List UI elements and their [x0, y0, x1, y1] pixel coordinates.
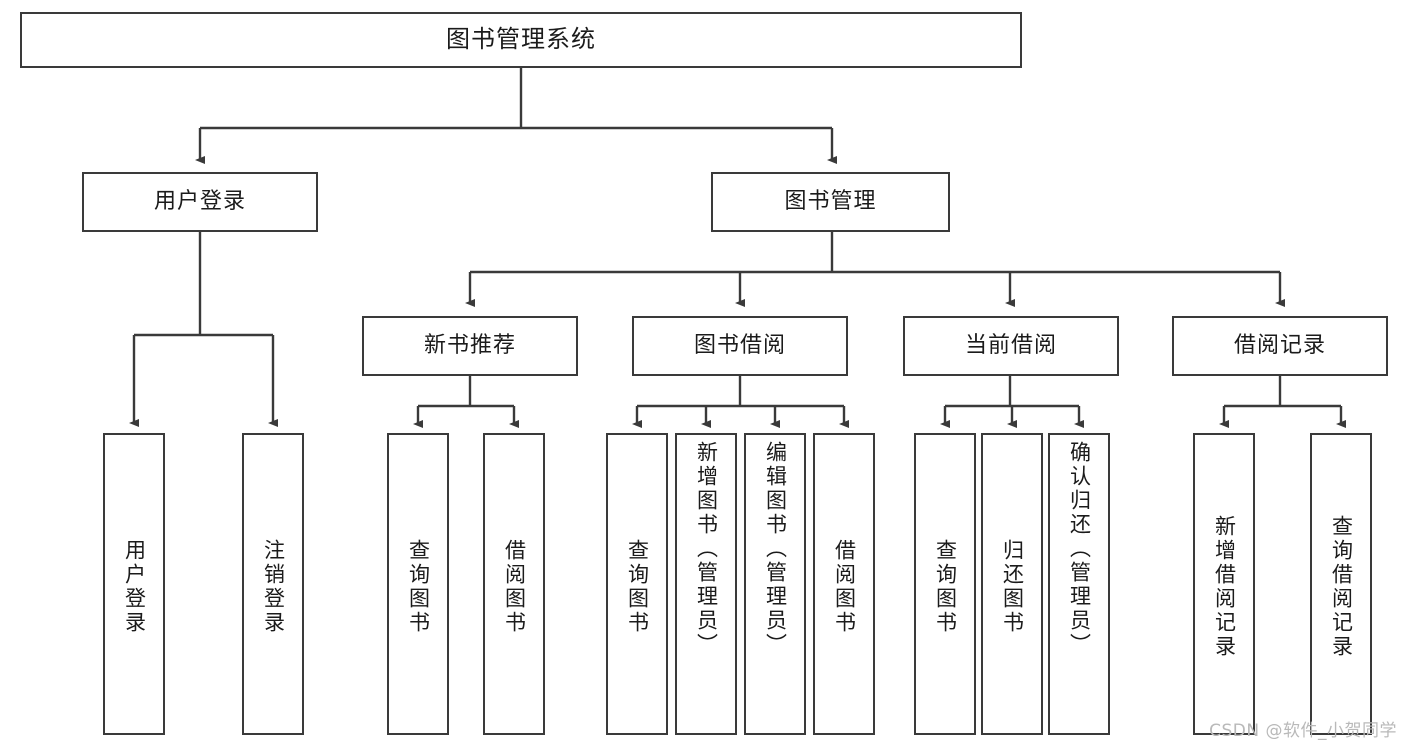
node-borrow-record[interactable]: 借阅记录	[1172, 316, 1388, 376]
node-book-borrow-label: 图书借阅	[693, 333, 786, 359]
node-leaf-add-book-admin-label: 新增图书（管理员）	[694, 441, 719, 657]
node-book-borrow[interactable]: 图书借阅	[632, 316, 848, 376]
node-leaf-query-book-recommend-label: 查询图书	[406, 539, 431, 635]
node-root-system[interactable]: 图书管理系统	[20, 12, 1022, 68]
node-leaf-borrow-book[interactable]: 借阅图书	[813, 433, 875, 735]
node-leaf-borrow-book-recommend[interactable]: 借阅图书	[483, 433, 545, 735]
node-leaf-return-book[interactable]: 归还图书	[981, 433, 1043, 735]
node-leaf-return-book-label: 归还图书	[1000, 539, 1025, 635]
node-leaf-confirm-return-admin[interactable]: 确认归还（管理员）	[1048, 433, 1110, 735]
node-current-borrow-label: 当前借阅	[964, 333, 1057, 359]
node-book-management-label: 图书管理	[784, 189, 877, 215]
node-leaf-user-login[interactable]: 用户登录	[103, 433, 165, 735]
node-leaf-edit-book-admin-label: 编辑图书（管理员）	[763, 441, 788, 657]
node-current-borrow[interactable]: 当前借阅	[903, 316, 1119, 376]
node-leaf-edit-book-admin[interactable]: 编辑图书（管理员）	[744, 433, 806, 735]
node-leaf-confirm-return-admin-label: 确认归还（管理员）	[1067, 441, 1092, 657]
node-leaf-query-book-borrow-label: 查询图书	[625, 539, 650, 635]
node-leaf-borrow-book-recommend-label: 借阅图书	[502, 539, 527, 635]
node-new-book-recommend[interactable]: 新书推荐	[362, 316, 578, 376]
node-leaf-query-book-recommend[interactable]: 查询图书	[387, 433, 449, 735]
node-new-book-recommend-label: 新书推荐	[423, 333, 516, 359]
node-leaf-query-borrow-record[interactable]: 查询借阅记录	[1310, 433, 1372, 735]
node-user-login[interactable]: 用户登录	[82, 172, 318, 232]
node-leaf-query-book-borrow[interactable]: 查询图书	[606, 433, 668, 735]
node-leaf-query-book-current[interactable]: 查询图书	[914, 433, 976, 735]
watermark-text: CSDN @软件_小贺同学	[1209, 721, 1397, 741]
node-leaf-add-borrow-record[interactable]: 新增借阅记录	[1193, 433, 1255, 735]
node-borrow-record-label: 借阅记录	[1233, 333, 1326, 359]
node-leaf-query-borrow-record-label: 查询借阅记录	[1329, 515, 1354, 659]
node-user-login-label: 用户登录	[153, 189, 246, 215]
node-book-management[interactable]: 图书管理	[711, 172, 950, 232]
node-leaf-logout-label: 注销登录	[261, 539, 286, 635]
node-leaf-user-login-label: 用户登录	[122, 539, 147, 635]
node-leaf-query-book-current-label: 查询图书	[933, 539, 958, 635]
node-leaf-add-borrow-record-label: 新增借阅记录	[1212, 515, 1237, 659]
node-leaf-add-book-admin[interactable]: 新增图书（管理员）	[675, 433, 737, 735]
node-leaf-borrow-book-label: 借阅图书	[832, 539, 857, 635]
node-leaf-logout[interactable]: 注销登录	[242, 433, 304, 735]
node-root-system-label: 图书管理系统	[446, 25, 596, 54]
